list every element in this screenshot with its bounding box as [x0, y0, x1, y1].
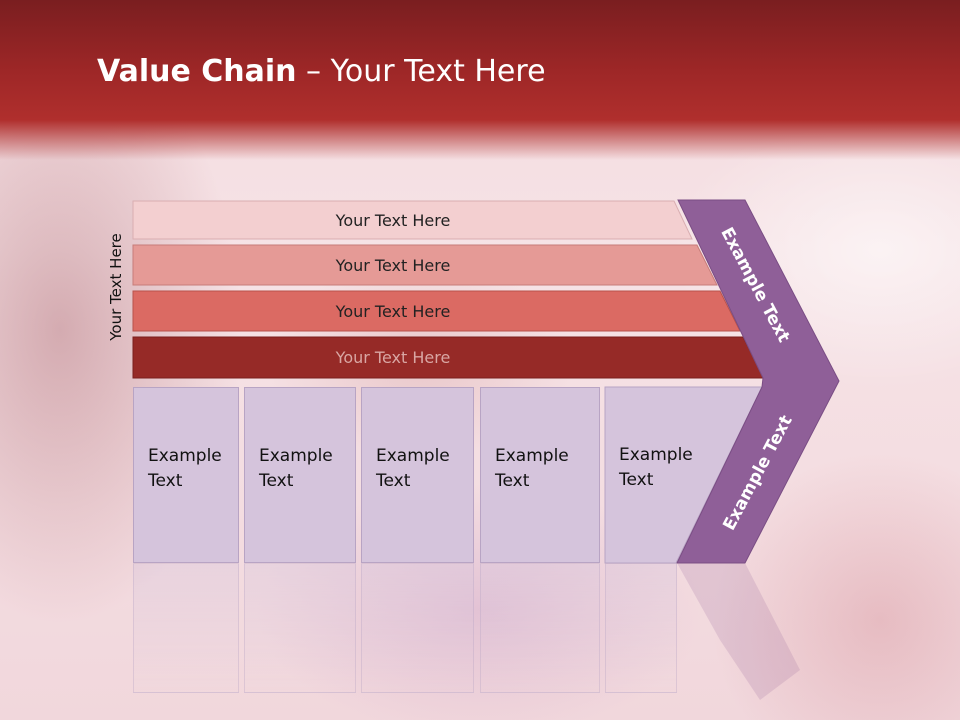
box-5-shape — [604, 386, 763, 564]
bar-2-shape — [132, 244, 718, 286]
bar-1-shape — [132, 200, 693, 240]
box-2: Example Text — [244, 387, 356, 563]
bar-3: Your Text Here — [335, 301, 451, 321]
title-rest: – Your Text Here — [296, 54, 546, 89]
box-4-line2: Text — [495, 471, 530, 491]
bar-2: Your Text Here — [335, 255, 451, 275]
box-3: Example Text — [361, 387, 474, 563]
box-4: Example Text — [480, 387, 600, 563]
bar-4: Your Text Here — [335, 347, 451, 367]
chevron-shape — [676, 199, 840, 564]
box-4-line1: Example — [495, 446, 569, 466]
box-1-line1: Example — [148, 446, 222, 466]
page-title: Value Chain – Your Text Here — [97, 54, 546, 89]
bar-1: Your Text Here — [335, 210, 451, 230]
box-5-line1: Example — [619, 445, 693, 465]
box-1: Example Text — [133, 387, 239, 563]
box-2-line2: Text — [259, 471, 294, 491]
box-3-line2: Text — [376, 471, 411, 491]
box-3-line1: Example — [376, 446, 450, 466]
box-5-line2: Text — [619, 470, 654, 490]
box-5: Example Text — [605, 387, 715, 563]
header-band — [0, 0, 960, 160]
bar-3-shape — [132, 290, 741, 332]
chevron-reflection — [677, 563, 800, 700]
title-bold: Value Chain — [97, 54, 297, 89]
box-1-line2: Text — [148, 471, 183, 491]
box-2-line1: Example — [259, 446, 333, 466]
